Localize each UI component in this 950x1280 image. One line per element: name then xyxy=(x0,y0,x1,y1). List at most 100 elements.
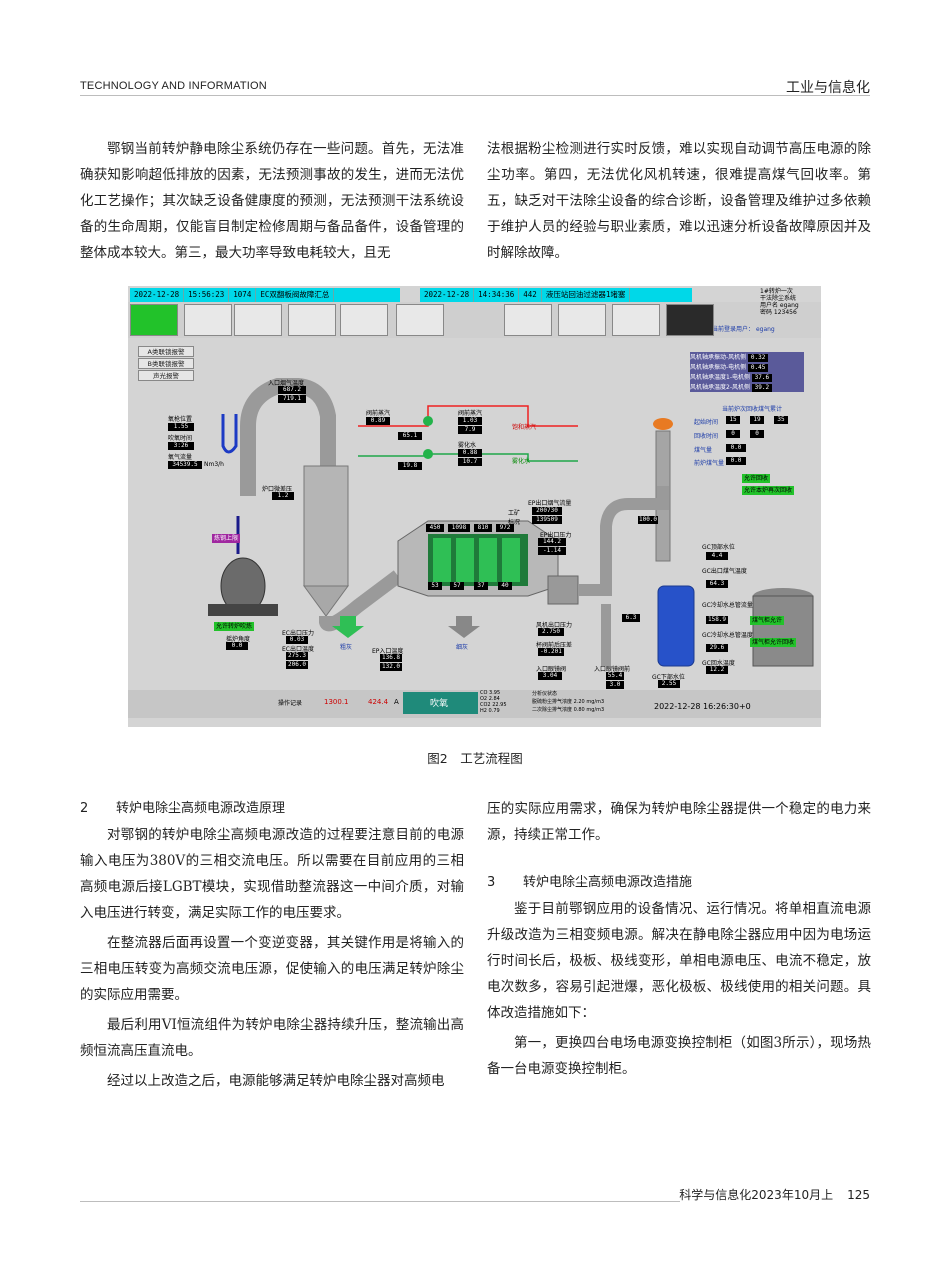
section-2-paragraph-2: 在整流器后面再设置一个变逆变器，其关键作用是将输入的三相电压转变为高频交流电压源… xyxy=(80,935,464,1003)
cup-pressure-value: -0.201 xyxy=(538,648,564,656)
atom-water-extra: 19.8 xyxy=(398,462,422,470)
recovery-start-hour: 15 xyxy=(726,416,740,424)
b-alarm-button[interactable]: B类联锁报警 xyxy=(138,358,194,369)
furnace-pressure-label: 炉口微差压 xyxy=(262,486,293,493)
allow-recover-button[interactable]: 允许回收 xyxy=(742,474,771,483)
recovery-time-label: 回收时间 xyxy=(694,433,719,440)
field-1-current: 53 xyxy=(428,582,442,590)
nav-trend-button[interactable] xyxy=(612,304,660,336)
analyzer-row-1: 脱硫粉尘排气浓度 2.20 mg/m3 xyxy=(532,699,605,705)
ep-pressure-label: EP出口压力 xyxy=(540,532,572,539)
field-4-voltage: 972 xyxy=(496,524,514,532)
gas-h2: H2 0.79 xyxy=(480,708,500,714)
alarm-left-date: 2022-12-28 xyxy=(130,288,185,302)
ep-flow-side-2: 标况 xyxy=(508,519,521,526)
fan-outlet-label: 风机出口压力 xyxy=(536,622,573,629)
valve-steam-value-1: 0.89 xyxy=(366,417,390,425)
atom-water-value-1: 0.88 xyxy=(458,449,482,457)
fan-sensor-4: 风机轴承温度2-风机侧 39.2 xyxy=(690,382,804,392)
nav-station-button[interactable] xyxy=(340,304,388,336)
footer-journal: 科学与信息化2023年10月上 xyxy=(679,1188,834,1202)
inlet-temp-1: 687.2 xyxy=(278,386,306,394)
prev-gas-volume-label: 前炉煤气量 xyxy=(694,460,725,467)
section-2-number: 2 xyxy=(80,801,89,816)
ep-flow-side-1: 工矿 xyxy=(508,510,521,517)
nav-valve-button[interactable] xyxy=(184,304,232,336)
allow-recover-again-button[interactable]: 允许本炉再次回收 xyxy=(742,486,795,495)
ep-inlet-temp-value-2: 132.0 xyxy=(380,663,402,671)
analyzer-label: 分析仪状态 xyxy=(532,691,558,697)
section-2-paragraph-4-cont: 压的实际应用需求，确保为转炉电除尘器提供一个稳定的电力来源，持续正常工作。 xyxy=(487,801,871,843)
recovery-time-sec: 0 xyxy=(750,430,764,438)
cabinet-allow-recover-button[interactable]: 煤气柜允许回收 xyxy=(750,638,797,647)
login-label: 当前登录用户： xyxy=(712,326,755,333)
brand-line-1: 1#转炉一次 xyxy=(760,288,793,295)
inlet-temp-2: 719.1 xyxy=(278,395,306,403)
gc-bottom-value: 2.55 xyxy=(658,680,680,688)
alarm-left-code: 1074 xyxy=(229,288,257,302)
audio-alarm-button[interactable]: 声光报警 xyxy=(138,370,194,381)
intro-column-left: 鄂钢当前转炉静电除尘系统仍存在一些问题。首先，无法准确获知影响超低排放的因素，无… xyxy=(80,136,464,266)
valve-steam-label: 阀前蒸汽 xyxy=(366,410,391,417)
value-6-3: 6.3 xyxy=(622,614,640,622)
ec-temp-value-1: 275.3 xyxy=(286,652,308,660)
coarse-ash-label: 粗灰 xyxy=(340,644,353,651)
tilt-angle-value: 0.0 xyxy=(226,642,248,650)
inlet-glasses-label: 入口眼镜阀 xyxy=(536,666,567,673)
a-alarm-button[interactable]: A类联锁报警 xyxy=(138,346,194,357)
section-2-heading: 2 转炉电除尘高频电源改造原理 xyxy=(80,796,464,822)
fan-outlet-value: 2.750 xyxy=(538,628,564,636)
ep-inlet-temp-value-1: 136.8 xyxy=(380,654,402,662)
oxygen-flow-value: 34539.5 xyxy=(168,461,202,469)
nav-overview-button[interactable] xyxy=(130,304,178,336)
recovery-title: 当前炉次回收煤气累计 xyxy=(722,406,783,413)
valve-water-value-2: 7.9 xyxy=(458,426,482,434)
gc-top-level-value: 4.4 xyxy=(706,552,728,560)
field-2-voltage: 1098 xyxy=(448,524,470,532)
nav-pipe-button[interactable] xyxy=(558,304,606,336)
page-number: 125 xyxy=(847,1188,870,1202)
ec-temp-value-2: 206.0 xyxy=(286,661,308,669)
gc-return-value: 12.2 xyxy=(706,666,728,674)
nav-ep-button[interactable] xyxy=(234,304,282,336)
alarm-left-text: EC双翻板阀故障汇总 xyxy=(256,288,335,302)
converter-limit-tag: 炼钢上限 xyxy=(212,534,241,543)
nav-crane-button[interactable] xyxy=(504,304,552,336)
login-user: egang xyxy=(755,326,775,333)
section-3-number: 3 xyxy=(487,875,496,890)
gas-volume-label: 煤气量 xyxy=(694,447,713,454)
fine-ash-label: 细灰 xyxy=(456,644,469,651)
allow-blow-button[interactable]: 允许转炉吹炼 xyxy=(214,622,255,631)
ep-inlet-temp-label: EP入口温度 xyxy=(372,648,404,655)
status-clock: 2022-12-28 16:26:30+0 xyxy=(654,702,751,711)
brand-line-3: 用户名 egang xyxy=(760,302,799,309)
footer: 科学与信息化2023年10月上 125 xyxy=(679,1186,870,1203)
section-2-title: 转炉电除尘高频电源改造原理 xyxy=(116,801,286,816)
atom-water-value-2: 10.7 xyxy=(458,458,482,466)
gc-outlet-label: GC出口煤气温度 xyxy=(702,568,747,575)
alarm-right-date: 2022-12-28 xyxy=(420,288,475,302)
oxygen-flow-label: 氧气流量 xyxy=(168,454,193,461)
ignite-value: 100.0 xyxy=(638,516,658,524)
process-diagram-graphics xyxy=(128,286,821,727)
nav-fan-button[interactable] xyxy=(288,304,336,336)
nav-conveyor-button[interactable] xyxy=(396,304,444,336)
oper-record-label[interactable]: 操作记录 xyxy=(278,700,303,707)
nav-report-button[interactable] xyxy=(666,304,714,336)
gas-co2: CO2 22.95 xyxy=(480,702,507,708)
analyzer-row-2: 二次除尘排气浓度 0.80 mg/m3 xyxy=(532,707,605,713)
header-journal-english: TECHNOLOGY AND INFORMATION xyxy=(80,80,267,92)
cup-pressure-label: 杯阀前后压差 xyxy=(536,642,573,649)
cabinet-allow-button[interactable]: 煤气柜允许 xyxy=(750,616,785,625)
atom-water-line-label: 雾化水 xyxy=(512,458,531,465)
status-value-2: 424.4 xyxy=(368,698,389,706)
valve-water-value-1: 1.03 xyxy=(458,417,482,425)
inlet-glasses2-value-2: 3.0 xyxy=(606,681,624,689)
header-rule xyxy=(80,95,870,96)
ep-flow-label: EP出口烟气流量 xyxy=(528,500,572,507)
valve-water-label: 阀前蒸汽 xyxy=(458,410,483,417)
